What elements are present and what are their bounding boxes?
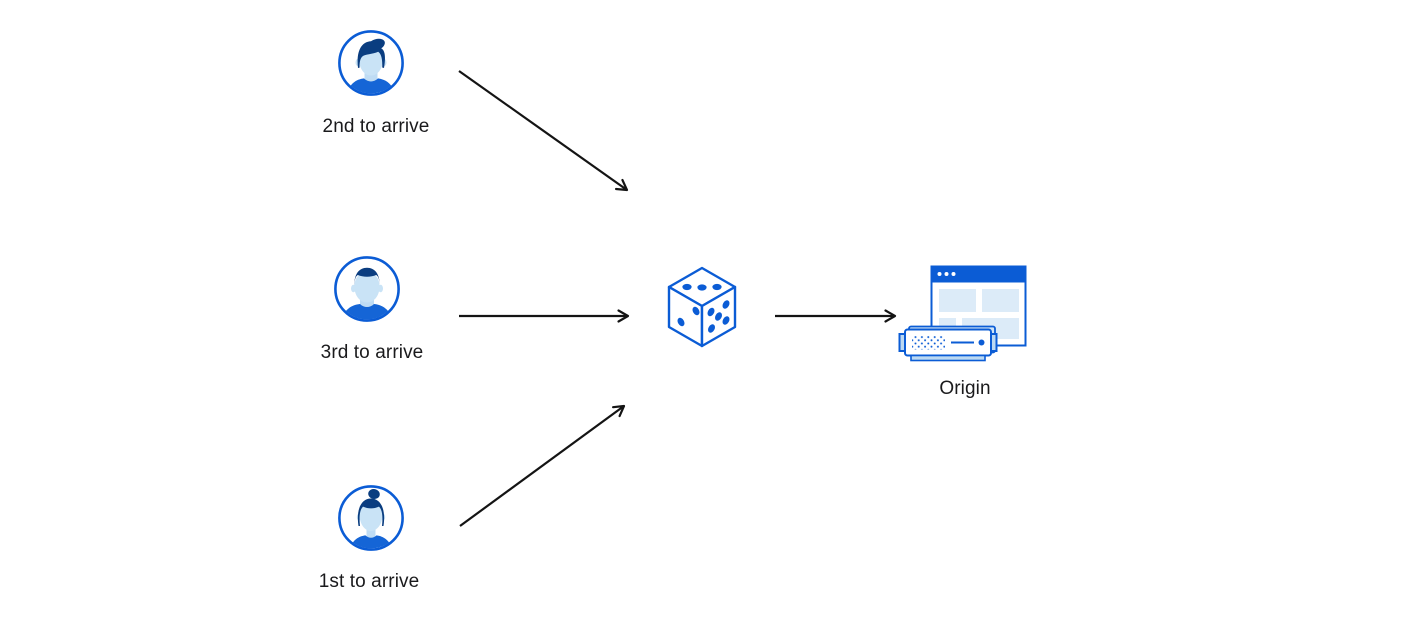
arrow-1st-to-dice — [459, 404, 626, 527]
visitor-2nd-label: 2nd to arrive — [322, 116, 430, 137]
dice-icon — [667, 266, 737, 348]
visitor-2nd-node — [337, 29, 405, 102]
male-user-avatar-icon — [338, 30, 404, 96]
randomizer-node — [667, 266, 737, 353]
server-icon — [898, 325, 998, 362]
visitor-3rd-node — [333, 255, 401, 328]
origin-server-browser-icon — [898, 265, 1027, 362]
origin-node — [898, 262, 1030, 369]
visitor-3rd-label: 3rd to arrive — [320, 342, 424, 363]
origin-label: Origin — [939, 378, 991, 399]
arrow-2nd-to-dice — [458, 70, 629, 192]
visitor-1st-node — [337, 484, 405, 557]
male-user-avatar-icon — [334, 256, 400, 322]
visitor-1st-label: 1st to arrive — [318, 571, 420, 592]
female-user-avatar-icon — [338, 485, 404, 551]
